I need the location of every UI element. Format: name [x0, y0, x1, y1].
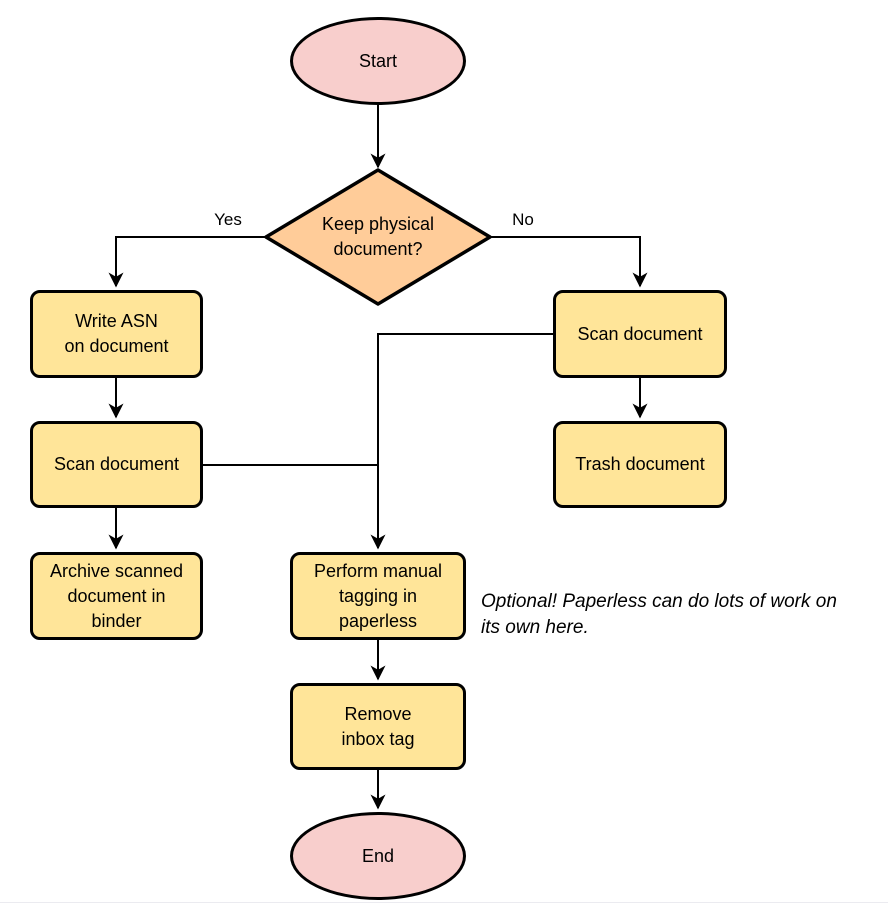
node-manual-tagging: Perform manual tagging in paperless: [290, 552, 466, 640]
bottom-divider: [0, 902, 888, 903]
edge-decision-no-to-scan-right: [490, 236, 648, 288]
node-start: Start: [290, 17, 466, 105]
edge-decision-yes-to-write-asn: [108, 236, 266, 288]
edge-scan-right-to-tagging: [370, 333, 553, 550]
node-scan-document-right: Scan document: [553, 290, 727, 378]
optional-note: Optional! Paperless can do lots of work …: [481, 591, 837, 638]
node-end: End: [290, 812, 466, 900]
node-scan-document-left: Scan document: [30, 421, 203, 508]
node-decision-label: Keep physical document?: [321, 214, 435, 259]
edge-label-no: No: [512, 210, 534, 229]
edge-label-yes: Yes: [214, 210, 242, 229]
node-write-asn: Write ASN on document: [30, 290, 203, 378]
node-remove-inbox-tag: Remove inbox tag: [290, 683, 466, 770]
node-archive-binder: Archive scanned document in binder: [30, 552, 203, 640]
node-trash-document: Trash document: [553, 421, 727, 508]
